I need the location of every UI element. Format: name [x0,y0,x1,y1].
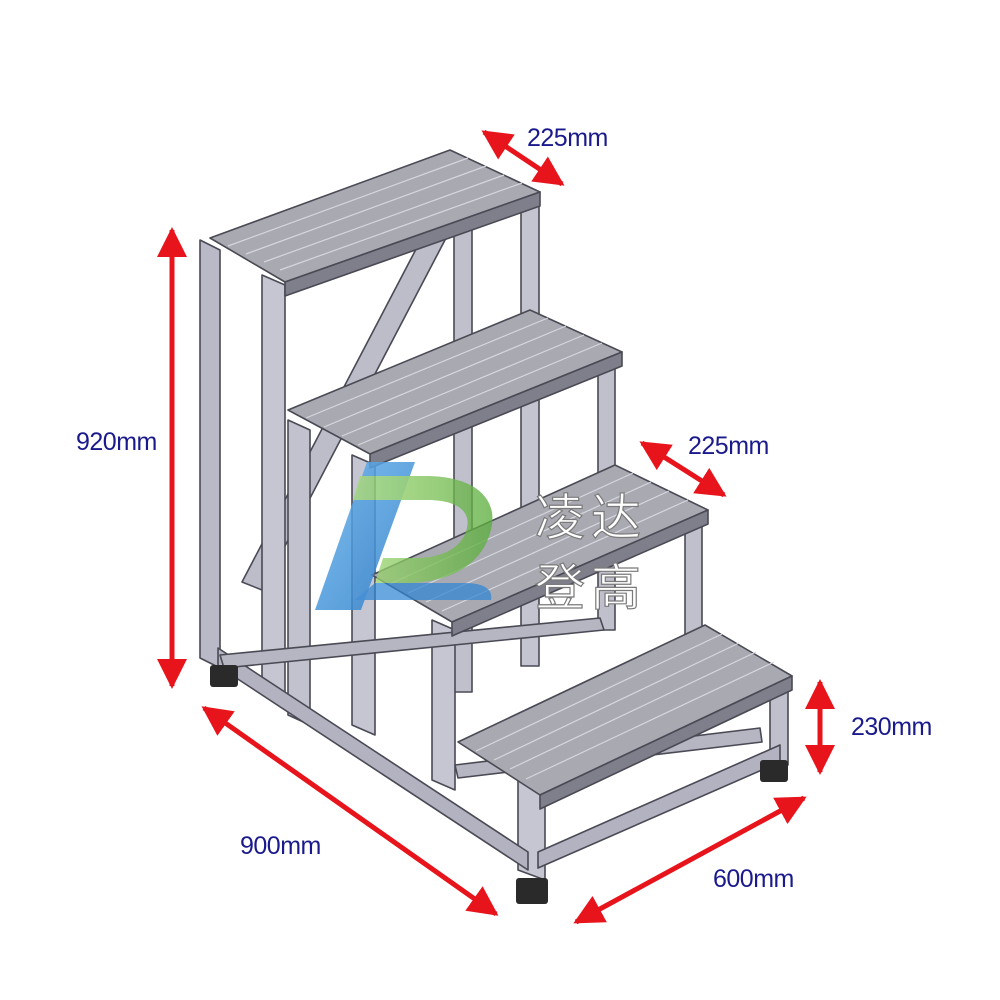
label-length: 900mm [240,832,321,860]
post-level4-back [684,519,703,641]
label-step-depth-mid: 225mm [688,432,769,460]
tread-top-edge [284,191,541,297]
treads [209,149,793,810]
foot-right [760,760,788,782]
feet [210,665,788,904]
tread-3-edge [451,509,709,637]
label-step-depth-top: 225mm [527,124,608,152]
label-width: 600mm [713,865,794,893]
foot-left [210,665,238,687]
left-post-back [199,239,221,669]
base-rail-back [219,617,605,669]
arrow-225-mid [639,440,727,498]
post-level2 [287,419,311,726]
tread-bottom-edge [539,675,793,810]
label-total-height: 920mm [76,428,157,456]
arrow-225-top [481,129,565,187]
left-post-front [261,274,286,701]
arrow-600 [573,795,807,925]
label-step-height: 230mm [851,713,932,741]
arrow-900 [201,705,499,917]
post-level3-front [351,454,376,736]
dimension-arrows [157,129,835,925]
foot-front [516,878,548,904]
